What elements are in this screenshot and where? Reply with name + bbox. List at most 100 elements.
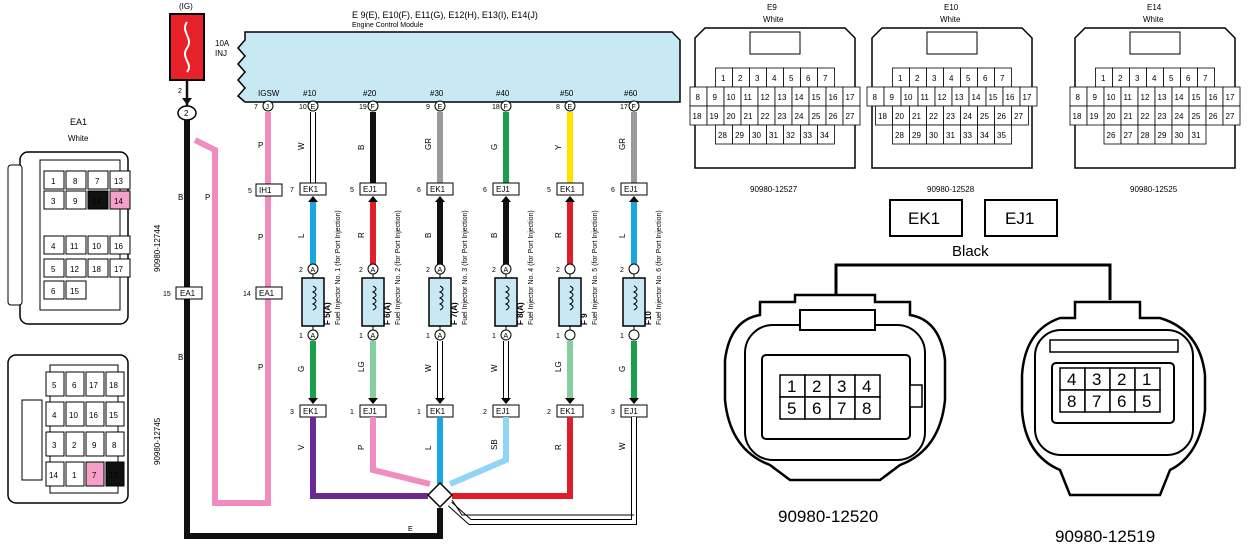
ll-cell-label-10: 9: [92, 441, 97, 450]
ll-cell-1: [65, 371, 85, 397]
big-right-cell-bottom-3: [1134, 389, 1161, 413]
bottom-route-1: [310, 417, 428, 499]
ecm-conn-e14-cell-label-0-0: 1: [1101, 74, 1106, 83]
ecm-conn-e9-cell-label-2-3: 21: [744, 112, 753, 121]
injector-6-pin-b-num: 1: [620, 333, 624, 340]
ll-cell-label-0: 5: [52, 381, 57, 390]
big-left-cell-bottom-3: [854, 396, 881, 420]
ecm-terminal-pin-0: 7: [254, 104, 258, 111]
ecm-conn-e10-cell-label-0-0: 1: [898, 74, 903, 83]
injector-4-upper-conn: EJ1: [496, 185, 510, 194]
ecm-conn-e10-cell-label-0-2: 3: [932, 74, 937, 83]
ea1-main-conn: EA1: [180, 289, 196, 298]
ecm-conn-e10-cell-label-2-0: 18: [878, 112, 887, 121]
ecm-conn-e9-cell-label-2-5: 23: [778, 112, 787, 121]
ecm-conn-e14-cell-label-3-3: 29: [1158, 131, 1167, 140]
ej1-label-box: [984, 199, 1058, 237]
injector-6-mid-wire-label: L: [618, 233, 627, 238]
injector-2-pin-a-num: 2: [359, 267, 363, 274]
ecm-conn-e9-cell-label-2-6: 24: [795, 112, 804, 121]
big-left-cell-top-label-0: 1: [787, 377, 796, 396]
injector-3-body: [428, 277, 452, 327]
ea1-cell-1-2: [87, 190, 109, 210]
injector-4-lower-arrow-icon: [501, 398, 511, 404]
ecm-conn-e9-cell-label-0-6: 7: [823, 74, 828, 83]
ek1-ej1-labels: EK1 EJ1 Black: [834, 199, 1112, 300]
injector-4-pin-b-num: 1: [492, 333, 496, 340]
ll-cell-11: [105, 431, 125, 457]
ll-cell-2: [85, 371, 105, 397]
ecm-conn-e14-cell-label-3-4: 30: [1175, 131, 1184, 140]
bottom-route-2: [370, 417, 431, 487]
ground-wire-label: E: [408, 526, 413, 533]
ecm-terminal-conn-label-1: E: [311, 104, 316, 111]
big-left-part: 90980-12520: [778, 507, 878, 526]
ll-cell-label-2: 17: [89, 381, 98, 390]
ea1-cell-label-1-2: 14: [92, 197, 101, 206]
ecm-conn-e10-cell-label-2-5: 24: [963, 112, 972, 121]
injector-3-upper-pin: 6: [417, 187, 421, 194]
ea1-igsw-box: [255, 286, 283, 300]
ecm-conn-e14-cell-label-2-3: 21: [1124, 112, 1133, 121]
ll-cell-7: [105, 401, 125, 427]
ecm-conn-e10-cell-label-3-0: 28: [895, 131, 904, 140]
injector-6-ecm-wire-label: GR: [618, 138, 627, 150]
big-left-cell-top-label-3: 4: [862, 377, 871, 396]
ecm-conn-e10-cell-label-2-8: 27: [1014, 112, 1023, 121]
ll-cell-label-12: 14: [49, 471, 58, 480]
ecm-terminal-name-3: #30: [430, 89, 444, 98]
ecm-conn-e14-cell-label-3-2: 28: [1141, 131, 1150, 140]
ea1-cell-2-1: [65, 235, 87, 255]
splice-diamond: [426, 481, 454, 509]
injector-2-upper-pin: 5: [350, 187, 354, 194]
ecm-terminal-conn-label-4: F: [504, 104, 508, 111]
ecm-conn-e14-cell-label-0-6: 7: [1203, 74, 1208, 83]
injector-3-low-wire-label: W: [424, 364, 433, 372]
injector-1-upper-box: [299, 182, 327, 196]
ecm-conn-e9-cell-label-2-4: 22: [761, 112, 770, 121]
bottom-route-6-core: [448, 417, 636, 524]
ecm-conn-e9-cell-label-1-4: 12: [761, 93, 770, 102]
ecm-conn-e9-cell-label-3-2: 30: [752, 131, 761, 140]
ea1-cell-1-0: [43, 190, 65, 210]
ecm-conn-e14-cell-label-2-5: 23: [1158, 112, 1167, 121]
ecm-conn-e9-cell-label-0-2: 3: [755, 74, 760, 83]
ea1-cell-0-2: [87, 170, 109, 190]
ea1-main-pin: 15: [163, 291, 171, 298]
igsw-branch: P IH1 5 P EA1 14 P: [243, 112, 283, 372]
injector-1-pin-a-num: 2: [299, 267, 303, 274]
ecm-terminal-conn-6: [628, 100, 640, 112]
ll-cell-label-8: 3: [52, 441, 57, 450]
injector-6-lower-arrow-icon: [629, 398, 639, 404]
ll-cell-8: [45, 431, 65, 457]
ll-cell-label-9: 2: [72, 441, 77, 450]
ecm-conn-e9-cell-label-1-1: 9: [713, 93, 718, 102]
injector-5-pin-a-num: 2: [556, 267, 560, 274]
ecm-conn-e10-cell-label-1-4: 12: [938, 93, 947, 102]
injector-6-upper-conn: EJ1: [624, 185, 638, 194]
injector-1-bottom-wire-label: V: [297, 444, 306, 450]
ej1-label: EJ1: [1005, 209, 1034, 228]
junction-label: 2: [184, 109, 189, 118]
ea1-cell-4-1: [65, 280, 87, 300]
injector-1-conn-b: A: [311, 333, 316, 340]
main-lines: B P EA1 15 B E: [163, 120, 443, 539]
ecm-terminal-conn-label-0: J: [266, 104, 270, 111]
injector-4-body: [494, 277, 518, 327]
injector-4-low-wire-label: W: [490, 364, 499, 372]
injector-4-lower-pin: 2: [483, 409, 487, 416]
injector-2-lower-conn: EJ1: [363, 407, 377, 416]
ecm-conn-e9-color: White: [763, 15, 784, 24]
injector-2-coil-icon: [371, 285, 377, 311]
injector-5-bottom-wire-label: R: [554, 444, 563, 450]
fuse-inj: (IG) 10A INJ 2 2: [169, 2, 230, 121]
big-left-cell-bottom-label-3: 8: [862, 399, 871, 418]
bottom-route-5: [452, 417, 573, 499]
injector-4-code: F 8(A): [516, 302, 525, 325]
ll-cell-label-13: 1: [72, 471, 77, 480]
ecm-conn-e14-cell-label-2-8: 26: [1209, 112, 1218, 121]
injector-3-ecm-wire-label: GR: [424, 138, 433, 150]
injector-1-upper-conn: EK1: [303, 185, 319, 194]
